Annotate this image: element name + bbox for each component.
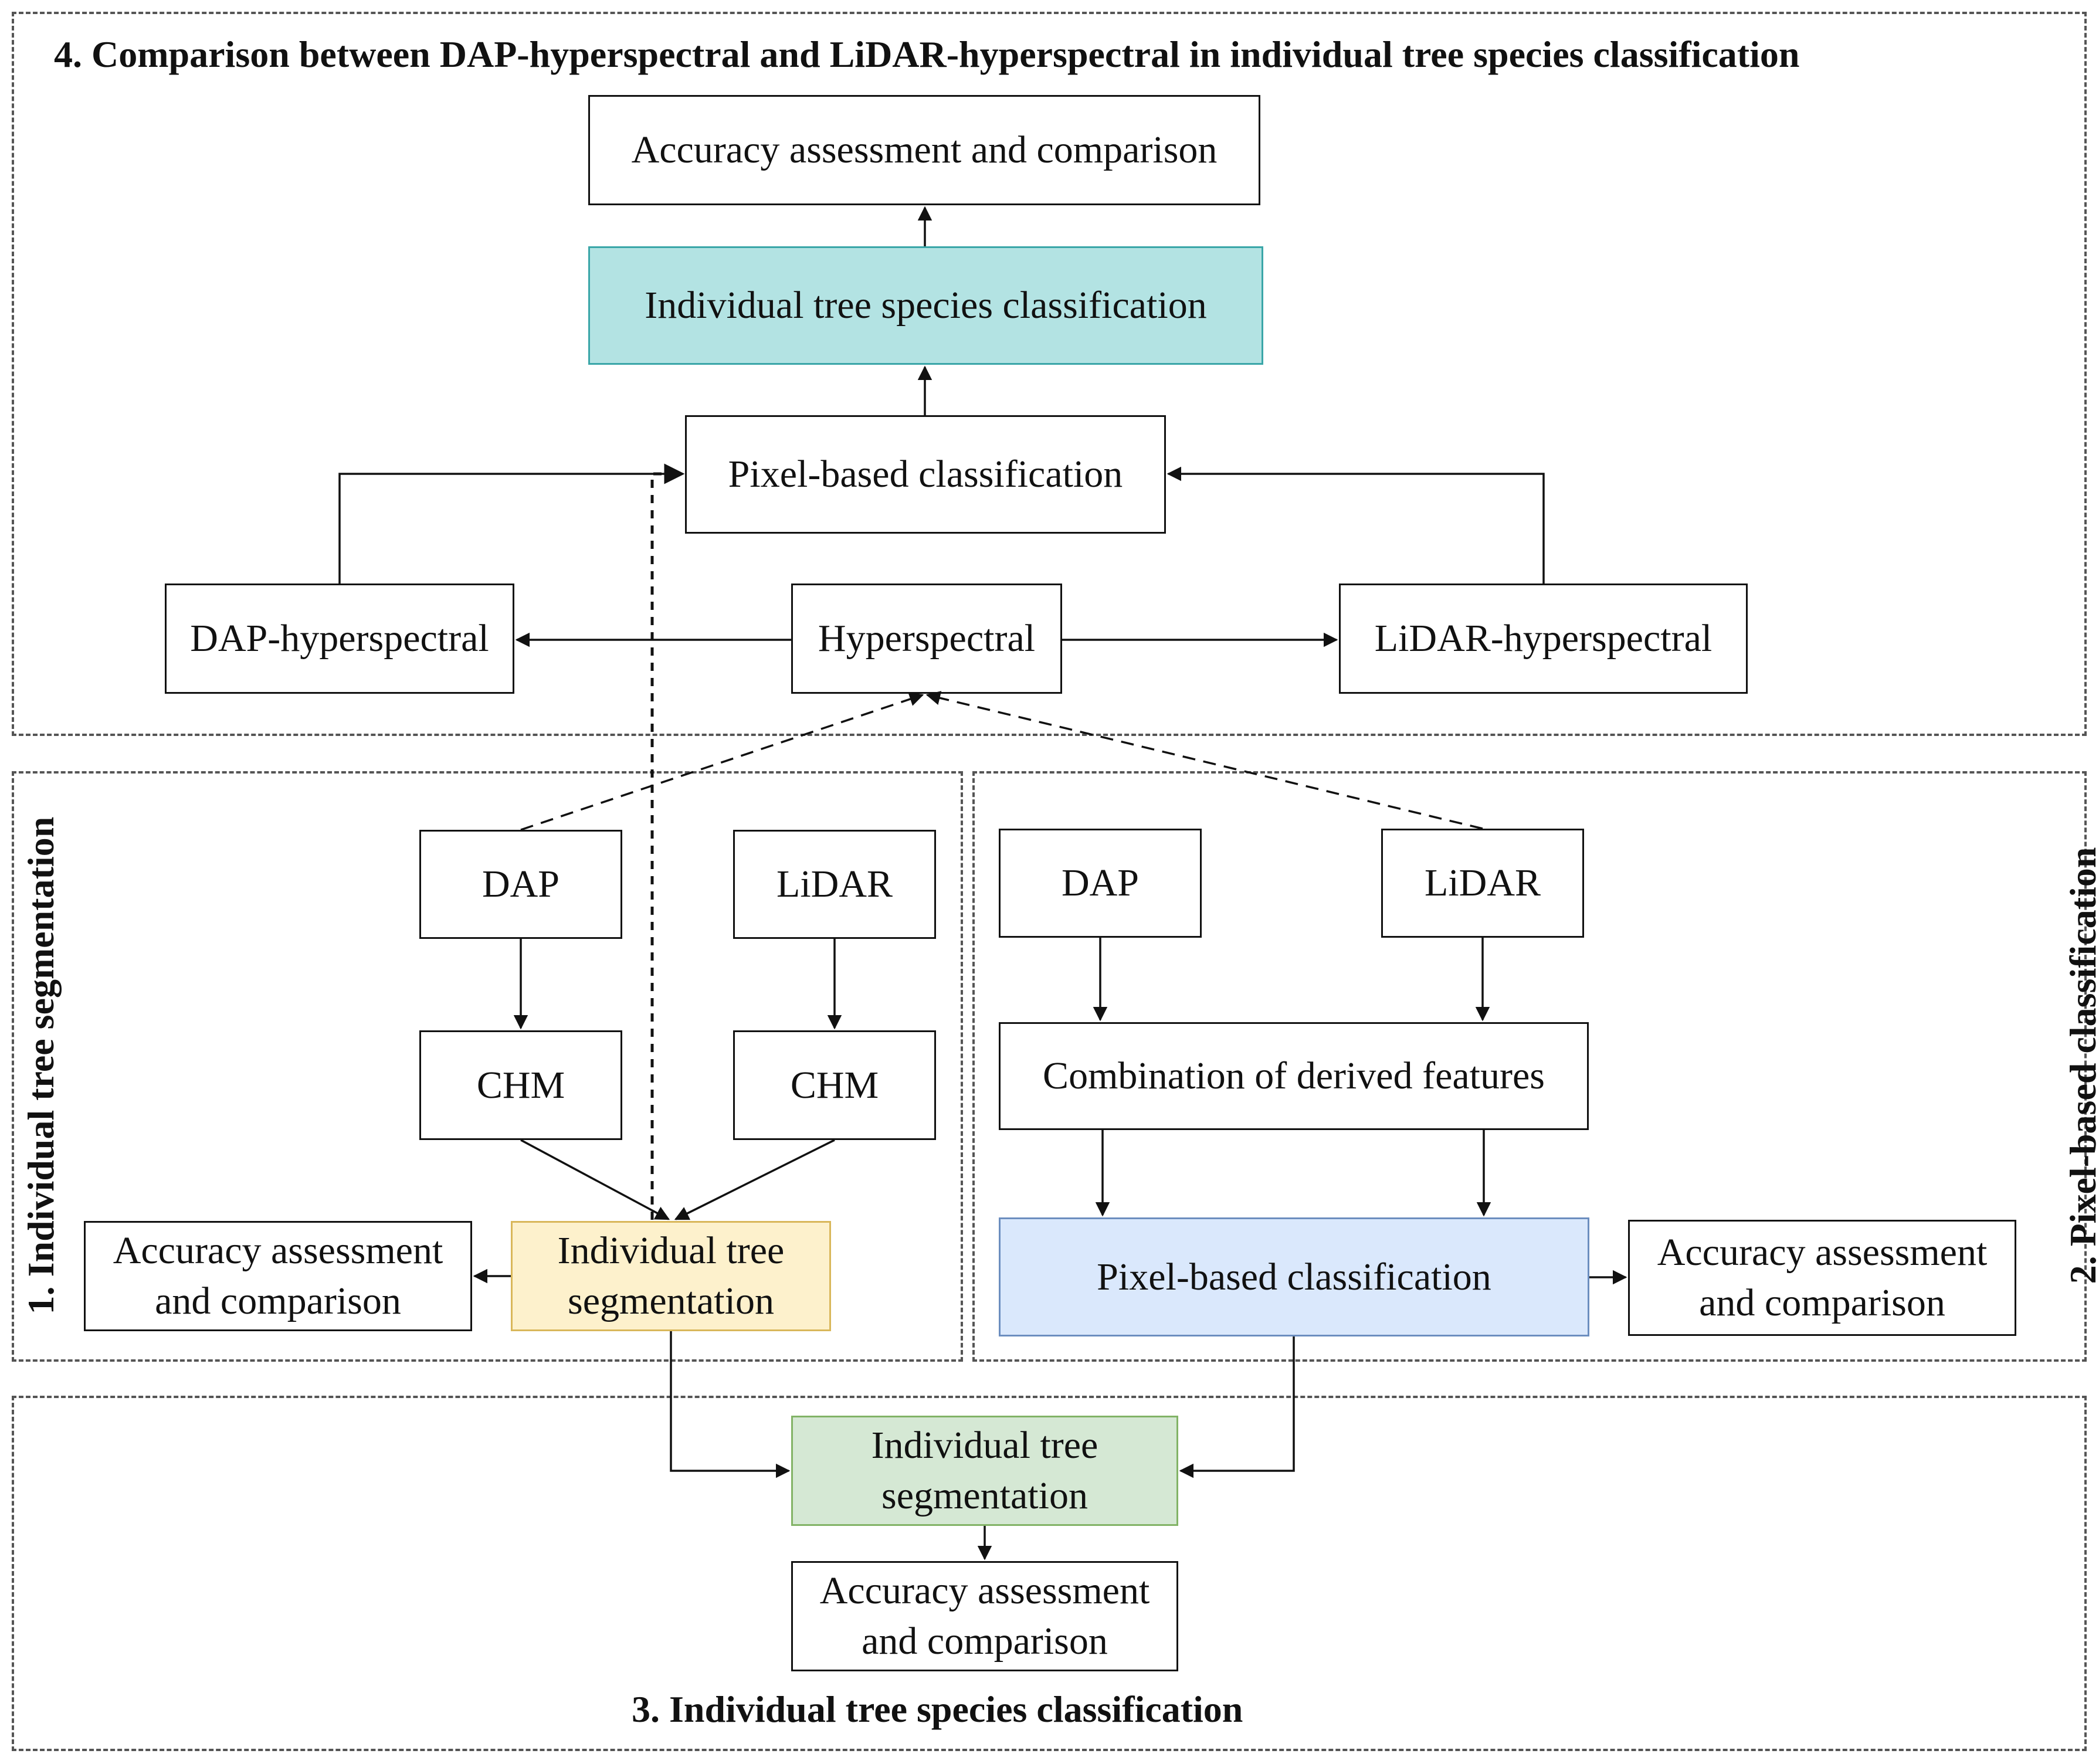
s4-lidar-hyperspectral-box: LiDAR-hyperspectral [1339,584,1748,694]
s2-combination-box: Combination of derived features [999,1022,1589,1130]
s2-combination-label: Combination of derived features [1043,1054,1545,1098]
s4-accuracy-box: Accuracy assessment and comparison [588,95,1260,205]
s2-lidar-label: LiDAR [1425,861,1541,905]
s1-chm-lidar-box: CHM [733,1030,936,1140]
s2-pixel-classification-label: Pixel-based classification [1097,1255,1491,1298]
s4-its-classification-label: Individual tree species classification [645,284,1207,327]
arrow-s1-chm-lidar-to-seg [674,1139,835,1220]
s4-dap-hyperspectral-box: DAP-hyperspectral [165,584,514,694]
s3-accuracy-box: Accuracy assessment and comparison [791,1561,1178,1671]
section-1-frame [12,771,963,1362]
s1-lidar-box: LiDAR [733,830,936,939]
s1-accuracy-line2: and comparison [155,1280,401,1322]
section-4-frame [12,12,2087,736]
s1-segmentation-line1: Individual tree [557,1229,785,1273]
s4-lidar-hyperspectral-label: LiDAR-hyperspectral [1374,617,1713,660]
s2-lidar-box: LiDAR [1381,829,1584,938]
s4-its-classification-box: Individual tree species classification [588,246,1263,365]
dashed-segmentation-to-pixel [650,463,685,1220]
dashed-s1-dap-to-hyper [520,692,924,831]
s1-accuracy-line1: Accuracy assessment [113,1229,443,1273]
s3-accuracy-line2: and comparison [862,1620,1108,1663]
s2-accuracy-line1: Accuracy assessment [1657,1231,1988,1274]
dashed-s2-lidar-to-hyper [925,691,1483,830]
s1-chm-dap-label: CHM [476,1063,565,1107]
s3-segmentation-line1: Individual tree [871,1424,1098,1467]
s4-hyperspectral-label: Hyperspectral [818,617,1036,660]
s3-segmentation-line2: segmentation [881,1474,1088,1517]
s1-segmentation-line2: segmentation [568,1280,774,1322]
s3-segmentation-box: Individual tree segmentation [791,1416,1178,1526]
s4-pixel-classification-label: Pixel-based classification [728,453,1123,496]
s1-chm-lidar-label: CHM [790,1063,879,1107]
s2-dap-box: DAP [999,829,1202,938]
s2-dap-label: DAP [1061,861,1140,905]
s1-dap-label: DAP [481,863,560,906]
s2-pixel-classification-box: Pixel-based classification [999,1217,1589,1336]
arrow-s2-pixel-to-s3-seg [1179,1336,1295,1478]
section-2-frame [972,771,2087,1362]
s2-accuracy-line2: and comparison [1699,1281,1945,1324]
s4-dap-hyperspectral-label: DAP-hyperspectral [190,617,489,660]
s1-dap-box: DAP [419,830,622,939]
arrow-s1-chm-dap-to-seg [520,1139,670,1220]
s1-segmentation-box: Individual tree segmentation [511,1221,831,1331]
section-3-frame [12,1396,2087,1751]
s3-accuracy-line1: Accuracy assessment [819,1569,1150,1613]
s4-pixel-classification-box: Pixel-based classification [685,415,1166,534]
s1-lidar-label: LiDAR [776,863,893,906]
arrow-s1-seg-to-s3-seg [670,1331,791,1478]
s4-hyperspectral-box: Hyperspectral [791,584,1062,694]
arrow-dap-hyper-to-pixel [338,466,684,584]
s4-accuracy-label: Accuracy assessment and comparison [631,128,1218,172]
s1-accuracy-box: Accuracy assessment and comparison [84,1221,472,1331]
arrow-lidar-hyper-to-pixel [1167,466,1545,584]
s2-accuracy-box: Accuracy assessment and comparison [1628,1220,2016,1336]
s1-chm-dap-box: CHM [419,1030,622,1140]
section-3-title: 3. Individual tree species classificatio… [632,1688,1243,1730]
section-4-title: 4. Comparison between DAP-hyperspectral … [54,33,1800,75]
